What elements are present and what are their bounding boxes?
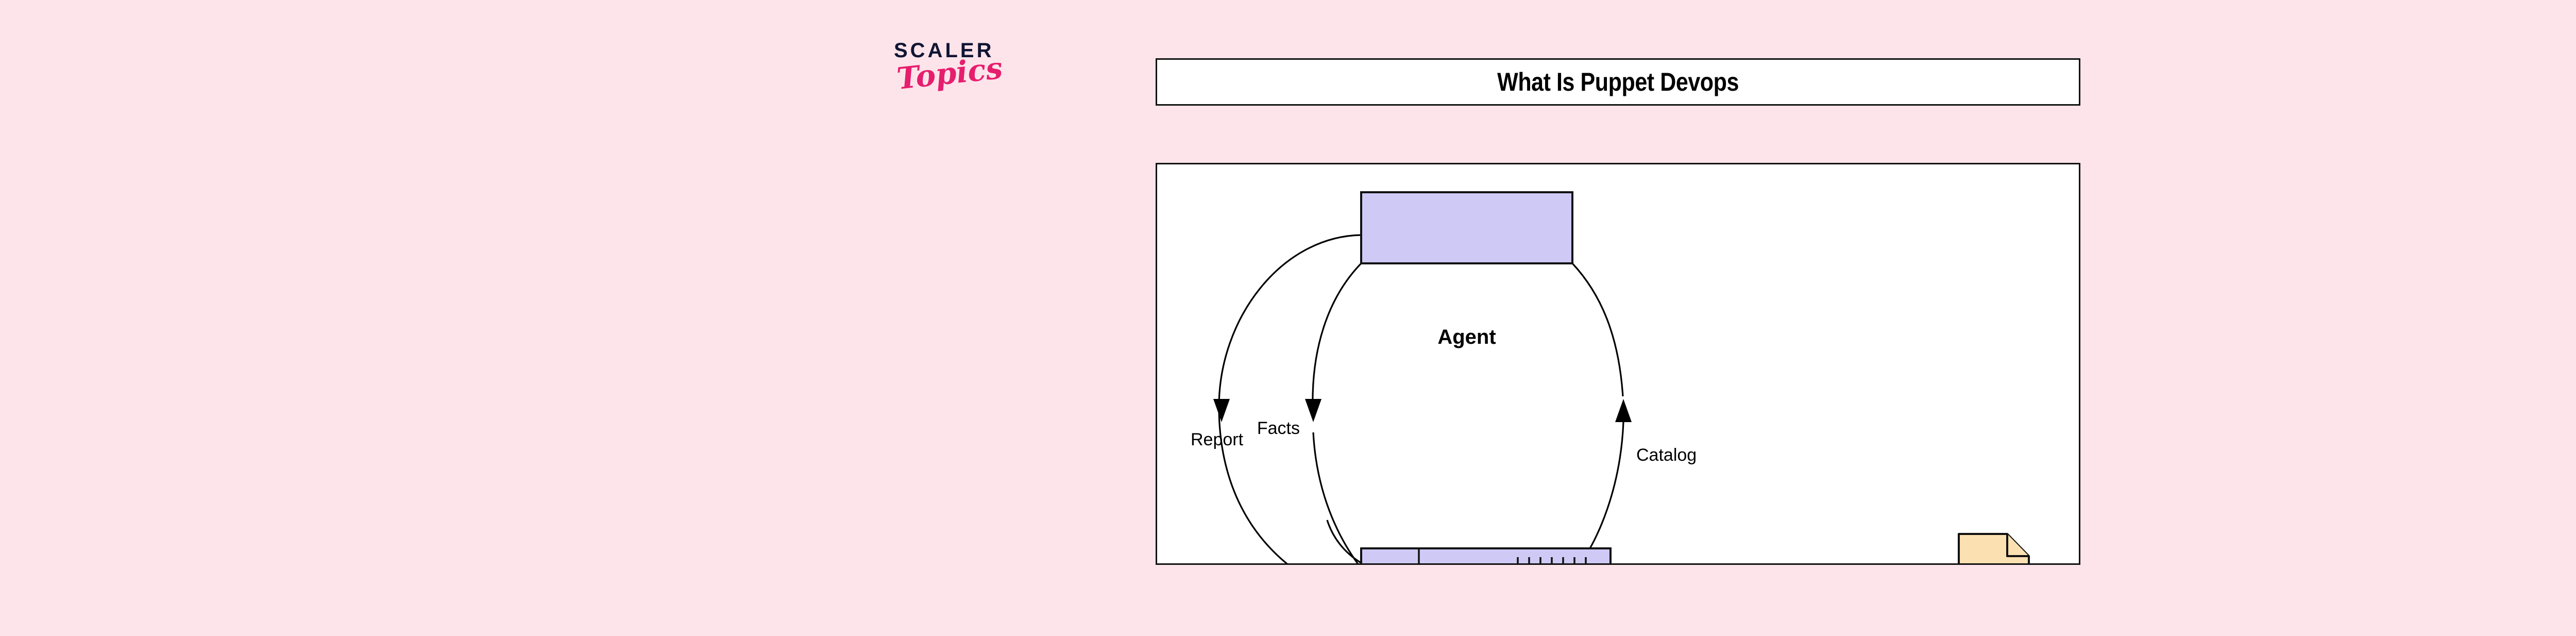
edge-label-facts: Facts (1257, 419, 1300, 438)
edge-catalog-tail (1571, 262, 1624, 397)
page-title: What Is Puppet Devops (1497, 68, 1739, 96)
edge-facts-tail (1312, 432, 1359, 563)
edge-report-loop-path (1218, 234, 1362, 563)
agent-box[interactable] (1360, 191, 1573, 264)
puppet-flow-diagram: Agent Primary Server (1191, 191, 2030, 563)
diagram-body-frame: Agent Primary Server (1156, 163, 2080, 565)
scaler-topics-logo: SCALER Topics (894, 40, 1048, 123)
edge-catalog-path (1579, 422, 1624, 563)
edge-catalog-arrowhead (1615, 399, 1632, 422)
primary-server-icon[interactable] (1360, 547, 1612, 563)
agent-label: Agent (1437, 326, 1496, 348)
edge-label-report-left: Report (1191, 430, 1244, 449)
edge-facts-arrowhead (1305, 399, 1321, 422)
logo-text-scaler: SCALER (894, 39, 994, 62)
report-document-icon[interactable] (1958, 533, 2030, 563)
edge-report-loop-tail (1326, 520, 1364, 563)
edge-facts-path (1312, 262, 1362, 407)
edge-label-catalog: Catalog (1636, 445, 1697, 465)
edge-report-loop-arrowhead (1213, 399, 1230, 422)
diagram-title-frame: What Is Puppet Devops (1156, 58, 2080, 106)
